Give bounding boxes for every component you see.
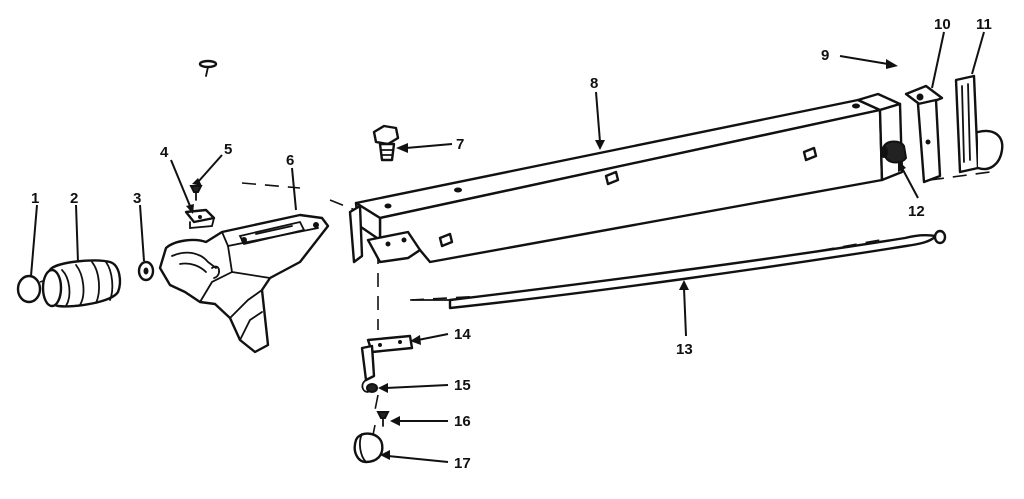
part-12-knob [880, 140, 908, 164]
part-9-screw [198, 59, 218, 77]
part-16-screw [376, 411, 390, 427]
part-13-rod [411, 229, 947, 310]
part-7-hex-bolt [372, 124, 400, 162]
part-4-clip [184, 208, 216, 229]
part-10-end-bracket [904, 84, 944, 184]
part-5-screw [189, 185, 203, 201]
callout-9: 9 [821, 47, 829, 64]
callout-14: 14 [454, 326, 471, 343]
callout-12: 12 [908, 203, 925, 220]
callout-8: 8 [590, 75, 598, 92]
callout-5: 5 [224, 141, 232, 158]
callout-15: 15 [454, 377, 471, 394]
callout-numbers: 1 2 3 4 5 6 7 8 9 10 11 12 13 14 15 16 1… [31, 16, 992, 472]
callout-3: 3 [133, 190, 141, 207]
part-15-nut [366, 383, 378, 393]
part-11-plate [954, 74, 1004, 174]
part-3-washer [137, 260, 155, 282]
callout-2: 2 [70, 190, 78, 207]
part-2-handle-grip [41, 259, 122, 308]
callout-1: 1 [31, 190, 39, 207]
callout-13: 13 [676, 341, 693, 358]
callout-7: 7 [456, 136, 464, 153]
callout-11: 11 [976, 16, 992, 33]
callout-10: 10 [934, 16, 951, 33]
callout-6: 6 [286, 152, 294, 169]
callout-16: 16 [454, 413, 471, 430]
callout-4: 4 [160, 144, 169, 161]
part-6-clamp-casting [158, 213, 330, 354]
part-17-cap [353, 432, 384, 464]
part-14-bracket [360, 334, 414, 393]
part-1-end-cap [16, 274, 42, 304]
callout-17: 17 [454, 455, 471, 472]
callout-leaders [30, 31, 985, 463]
part-8-fence-rail [348, 92, 904, 264]
